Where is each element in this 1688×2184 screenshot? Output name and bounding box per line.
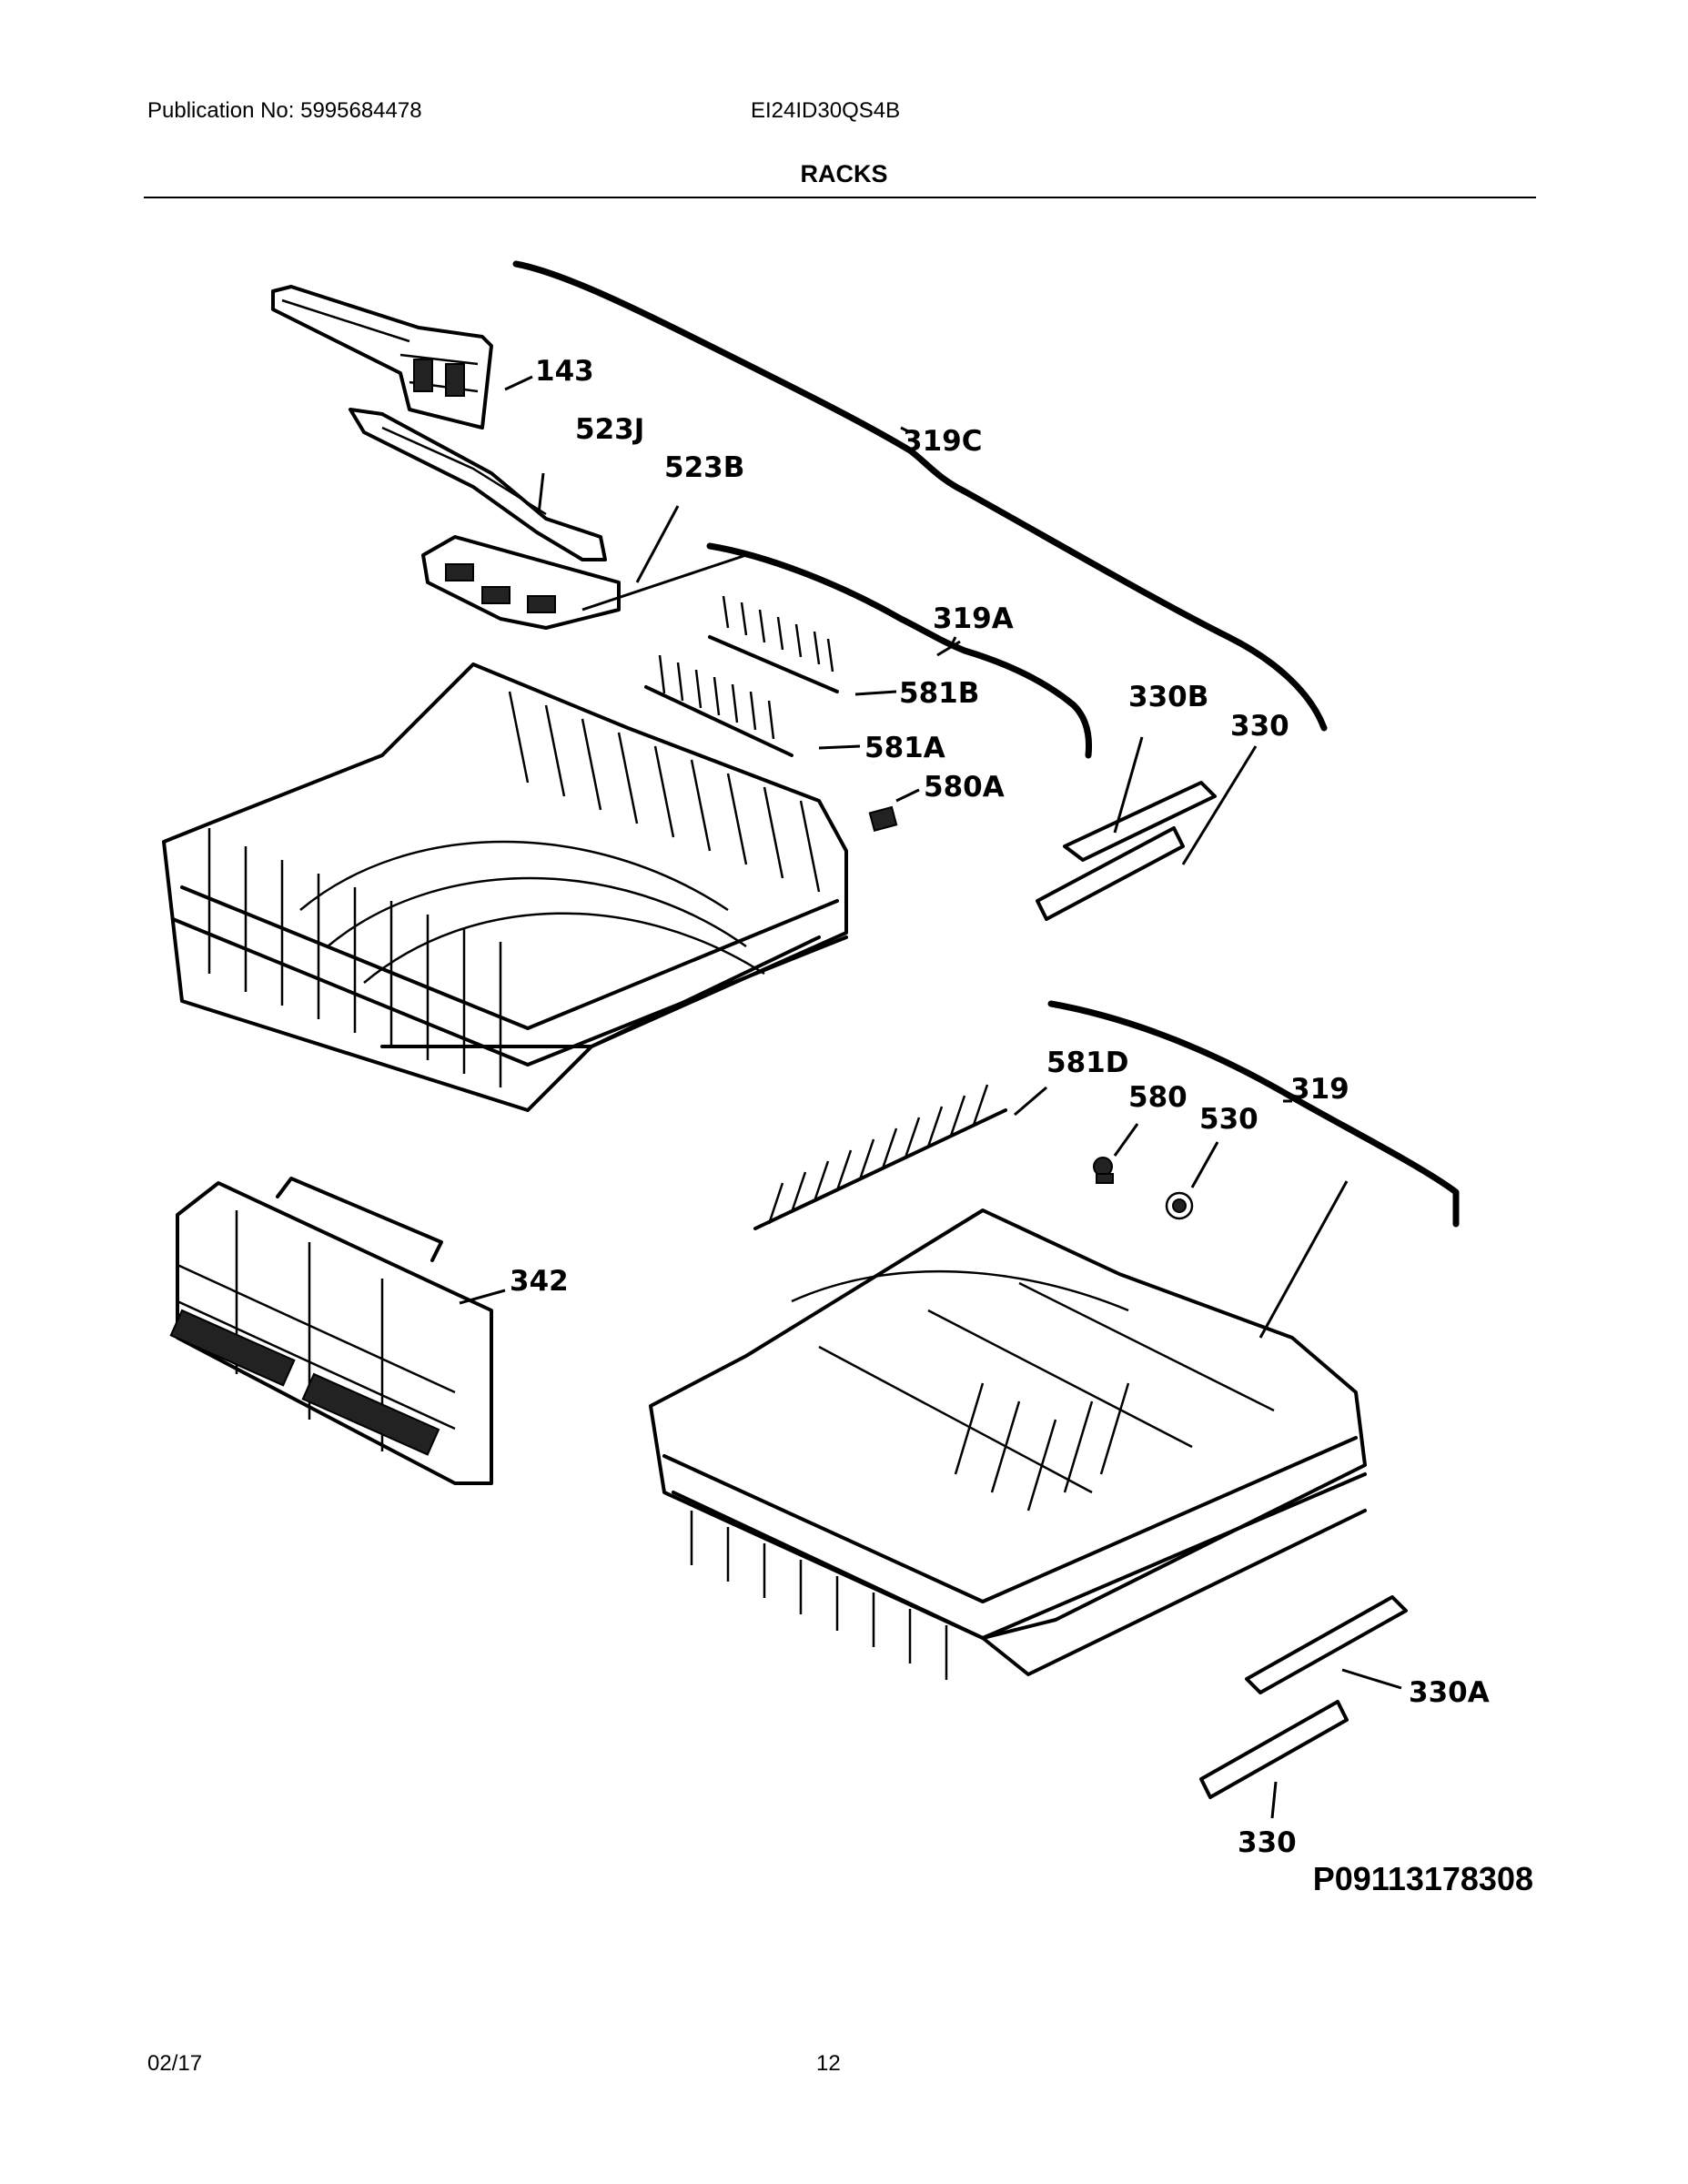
callout-330b: 330B <box>1128 681 1208 713</box>
tines-581d <box>753 1084 1007 1230</box>
callout-530: 530 <box>1199 1103 1258 1136</box>
callout-581b: 581B <box>899 677 979 710</box>
slide-330-lower <box>1199 1700 1349 1799</box>
rail-319 <box>1047 1000 1460 1228</box>
header-divider <box>144 197 1536 198</box>
callout-319: 319 <box>1290 1073 1349 1106</box>
callout-labels: 143 523J 523B 319C 319A 581B 581A 580A 3… <box>510 355 1490 1859</box>
tines-581a <box>644 654 793 757</box>
cutlery-basket-342 <box>169 1177 493 1485</box>
slide-330b <box>1063 781 1217 862</box>
callout-581d: 581D <box>1046 1046 1128 1079</box>
page-number: 12 <box>816 2051 841 2076</box>
callout-330-upper: 330 <box>1230 710 1289 743</box>
diagram-code: P09113178308 <box>1313 1860 1533 1897</box>
part-530 <box>1165 1191 1194 1220</box>
upper-rack <box>162 662 848 1112</box>
tines-581b <box>708 595 839 693</box>
lower-rack <box>649 1208 1367 1680</box>
callout-330-lower: 330 <box>1238 1826 1297 1859</box>
publication-number: Publication No: 5995684478 <box>147 98 422 123</box>
callout-319a: 319A <box>933 602 1014 635</box>
callout-342: 342 <box>510 1265 569 1298</box>
callout-523b: 523B <box>664 451 744 484</box>
callout-330a: 330A <box>1409 1676 1490 1709</box>
callout-580: 580 <box>1128 1081 1188 1114</box>
rail-523j <box>349 408 607 561</box>
part-580 <box>1093 1157 1114 1184</box>
callout-523j: 523J <box>575 413 644 446</box>
cover-523b <box>421 535 621 630</box>
slide-330-upper <box>1036 826 1185 921</box>
slider-143 <box>271 285 493 430</box>
footer-date: 02/17 <box>147 2051 203 2076</box>
leader-lines <box>459 375 1402 1819</box>
model-number: EI24ID30QS4B <box>751 98 901 123</box>
clip-580a <box>868 805 898 832</box>
rail-319a <box>706 542 1093 759</box>
callout-581a: 581A <box>864 732 945 764</box>
callout-319c: 319C <box>903 425 982 458</box>
callout-143: 143 <box>535 355 594 388</box>
rail-319c <box>512 260 1328 732</box>
callout-580a: 580A <box>924 771 1005 804</box>
section-title: RACKS <box>800 160 888 187</box>
slide-330a <box>1245 1595 1408 1694</box>
